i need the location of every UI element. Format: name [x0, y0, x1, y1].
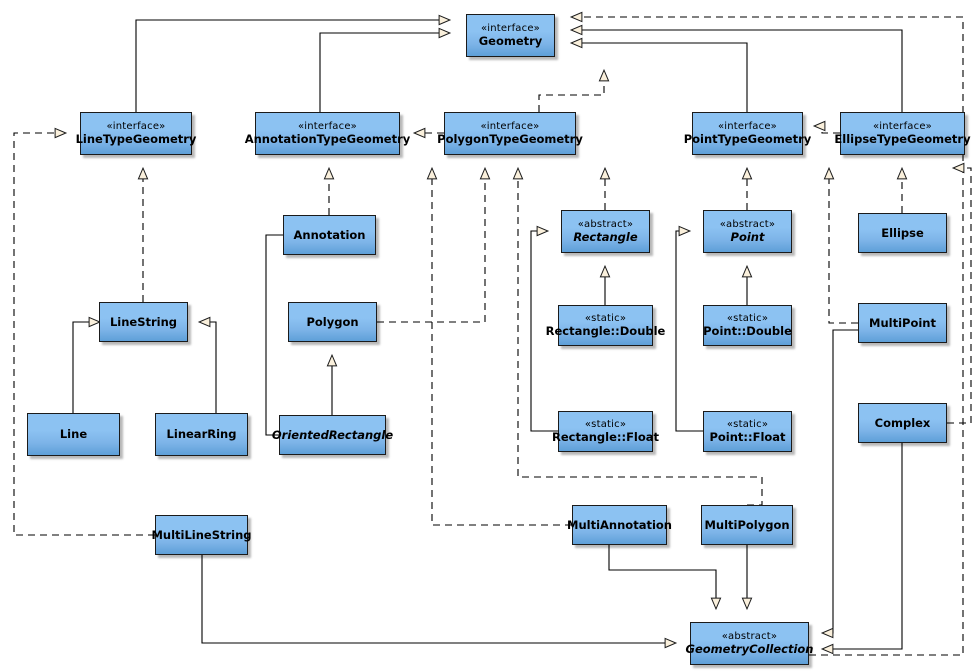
- class-name-label: Annotation: [293, 227, 366, 242]
- stereotype-label: «static»: [726, 419, 769, 430]
- edge-multilinestring-geometrycollection: [201, 555, 678, 649]
- class-name-label: LineTypeGeometry: [75, 132, 197, 146]
- edge-complex-ellipsetypegeometry: [947, 162, 972, 424]
- edge-multipolygon-polygontypegeometry: [512, 166, 763, 506]
- class-node-pointtypegeometry[interactable]: «interface» PointTypeGeometry: [684, 112, 811, 155]
- class-name-label: LineString: [109, 314, 178, 329]
- stereotype-label: «interface»: [480, 121, 540, 132]
- class-node-linearring[interactable]: LinearRing: [155, 413, 248, 456]
- class-node-ellipsetypegeometry[interactable]: «interface» EllipseTypeGeometry: [834, 112, 971, 155]
- class-node-rectangle[interactable]: «abstract» Rectangle: [561, 210, 650, 253]
- edge-pointfloat-point: [675, 225, 703, 432]
- class-node-multipoint[interactable]: MultiPoint: [858, 303, 947, 343]
- stereotype-label: «static»: [584, 313, 627, 324]
- class-node-linestring[interactable]: LineString: [99, 302, 188, 342]
- class-name-label: MultiPolygon: [704, 517, 790, 532]
- class-name-label: LinearRing: [166, 427, 237, 441]
- class-node-polygon[interactable]: Polygon: [288, 302, 377, 342]
- class-node-complex[interactable]: Complex: [858, 403, 947, 443]
- stereotype-label: «abstract»: [721, 631, 778, 642]
- class-name-label: Ellipse: [881, 225, 924, 240]
- class-name-label: MultiLineString: [151, 527, 252, 542]
- class-node-line[interactable]: Line: [27, 413, 120, 456]
- class-name-label: Rectangle::Double: [545, 324, 666, 338]
- edge-ellipsetypegeometry-geometry: [569, 24, 903, 112]
- stereotype-label: «abstract»: [577, 219, 634, 230]
- class-node-ellipse[interactable]: Ellipse: [858, 213, 947, 253]
- class-node-polygontypegeometry[interactable]: «interface» PolygonTypeGeometry: [437, 112, 583, 155]
- edge-multipoint-pointtypegeometry: [823, 166, 858, 324]
- class-name-label: AnnotationTypeGeometry: [244, 132, 411, 146]
- edge-orientedrectangle-annotation: [265, 229, 297, 436]
- edge-linearring-linestring: [197, 316, 217, 413]
- class-node-geometry[interactable]: «interface» Geometry: [466, 14, 555, 57]
- class-node-multipolygon[interactable]: MultiPolygon: [701, 505, 793, 545]
- class-name-label: MultiPoint: [869, 315, 936, 330]
- stereotype-label: «static»: [726, 313, 769, 324]
- stereotype-label: «interface»: [872, 121, 933, 132]
- class-name-label: Rectangle::Float: [551, 430, 660, 444]
- stereotype-label: «abstract»: [719, 219, 776, 230]
- class-name-label: Line: [59, 427, 88, 441]
- edge-multipoint-geometrycollection: [820, 329, 858, 639]
- edge-pointtypegeometry-geometry: [569, 37, 748, 112]
- edge-annotationtypegeometry-geometry: [319, 27, 452, 112]
- class-node-annotation[interactable]: Annotation: [283, 215, 376, 255]
- class-name-label: Polygon: [306, 314, 359, 329]
- class-node-multiannotation[interactable]: MultiAnnotation: [567, 505, 672, 545]
- class-name-label: Geometry: [478, 34, 543, 48]
- stereotype-label: «static»: [584, 419, 627, 430]
- edge-linetypegeometry-geometry: [135, 14, 452, 112]
- edge-line-linestring: [72, 316, 102, 413]
- class-node-rectanglefloat[interactable]: «static» Rectangle::Float: [552, 411, 659, 452]
- edge-complex-geometrycollection: [820, 443, 903, 655]
- stereotype-label: «interface»: [297, 121, 358, 132]
- edge-polygon-polygontypegeometry: [377, 166, 491, 323]
- stereotype-label: «interface»: [106, 121, 166, 132]
- class-name-label: PointTypeGeometry: [683, 132, 812, 146]
- class-node-orientedrectangle[interactable]: OrientedRectangle: [272, 415, 393, 455]
- class-name-label: Point::Float: [709, 430, 786, 444]
- class-node-pointdouble[interactable]: «static» Point::Double: [703, 305, 792, 346]
- edge-multilinestring-linetypegeometry: [13, 127, 155, 536]
- edge-geometrycollection-geometry: [569, 11, 964, 656]
- class-name-label: OrientedRectangle: [271, 427, 394, 442]
- edge-ellipsetypegeometry-pointtypegeometry: [812, 120, 840, 134]
- edge-rectanglefloat-rectangle: [530, 225, 558, 432]
- stereotype-label: «interface»: [717, 121, 778, 132]
- class-node-point[interactable]: «abstract» Point: [703, 210, 792, 253]
- class-name-label: MultiAnnotation: [567, 517, 672, 532]
- class-name-label: GeometryCollection: [685, 642, 814, 656]
- edge-multiannotation-annotationtypegeometry: [426, 166, 572, 526]
- class-node-multilinestring[interactable]: MultiLineString: [151, 515, 252, 555]
- class-name-label: EllipseTypeGeometry: [834, 132, 971, 146]
- class-node-pointfloat[interactable]: «static» Point::Float: [703, 411, 792, 452]
- class-name-label: PolygonTypeGeometry: [437, 132, 583, 146]
- class-name-label: Point: [730, 230, 765, 244]
- edge-multiannotation-geometrycollection: [608, 545, 722, 611]
- class-node-annotationtypegeometry[interactable]: «interface» AnnotationTypeGeometry: [245, 112, 410, 155]
- class-name-label: Point::Double: [703, 324, 792, 338]
- class-name-label: Complex: [874, 415, 931, 430]
- class-node-rectangledouble[interactable]: «static» Rectangle::Double: [546, 305, 665, 346]
- class-node-linetypegeometry[interactable]: «interface» LineTypeGeometry: [76, 112, 196, 155]
- stereotype-label: «interface»: [480, 23, 541, 34]
- edge-polygontypegeometry-geometry: [538, 68, 610, 112]
- class-name-label: Rectangle: [573, 230, 638, 244]
- class-node-geometrycollection[interactable]: «abstract» GeometryCollection: [686, 622, 813, 665]
